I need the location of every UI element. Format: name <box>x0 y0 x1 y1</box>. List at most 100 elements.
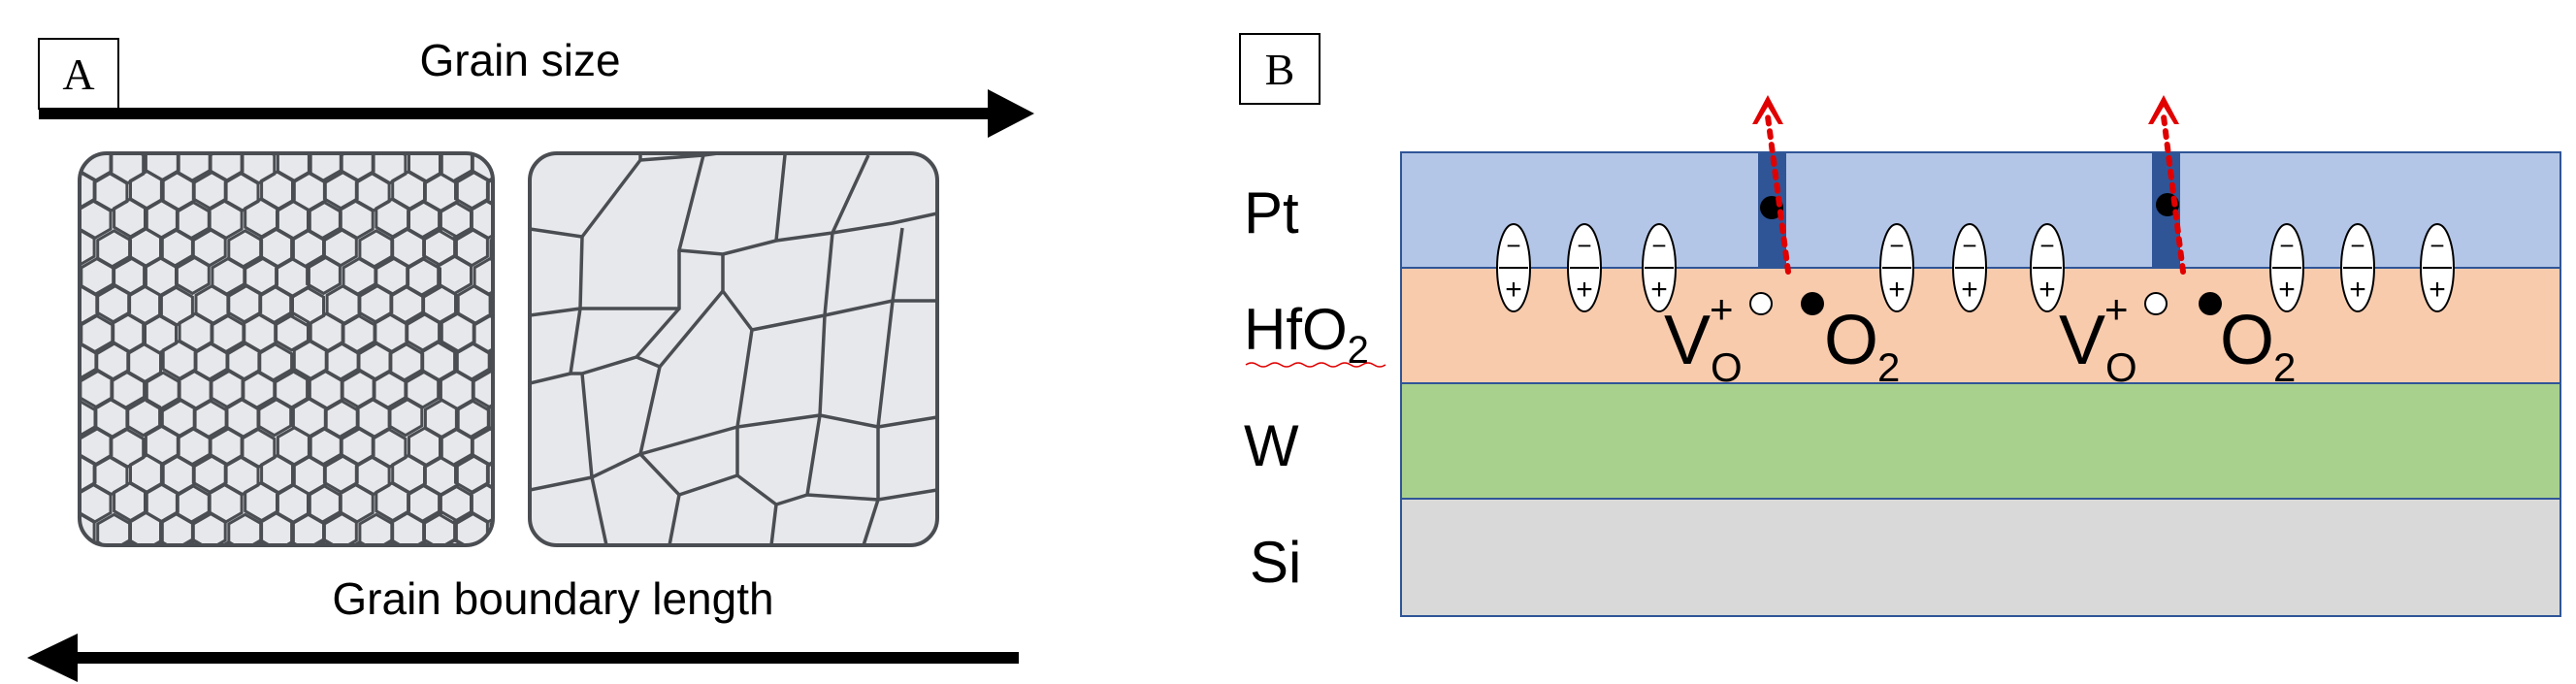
grain-cell <box>374 538 410 545</box>
grain-cell <box>31 114 64 152</box>
grain-cell <box>488 281 493 324</box>
defect-labels-right: V O + O 2 <box>2059 286 2296 390</box>
panel-b: B Pt HfO2 W Si −+−+−+−+ <box>1239 33 2561 617</box>
oxygen-label-right: O <box>2220 302 2274 379</box>
layer-stack <box>1400 151 2561 617</box>
panel-b-label-box <box>1239 33 1321 105</box>
grain-cell <box>80 484 81 526</box>
dipole-group: −+−+−+−+−+−+−+−+−+ <box>1496 223 2455 312</box>
oxygen-vacancy-dot-left <box>1749 292 1773 315</box>
fine-grain-microstructure <box>30 114 495 577</box>
grain-cell <box>80 226 96 268</box>
conductive-filament-left <box>1752 95 1791 275</box>
grain-cell <box>80 153 98 157</box>
dipole: −+ <box>2269 223 2304 312</box>
vacancy-label-left: V <box>1664 302 1711 379</box>
grain-cell <box>113 197 148 239</box>
grain-cell <box>423 153 460 156</box>
grain-cell <box>113 480 148 523</box>
coarse-grain-microstructure <box>528 151 939 547</box>
dipole-minus: − <box>2350 231 2364 260</box>
defect-labels-left: V O + O 2 <box>1664 286 1900 390</box>
grain-cell <box>275 540 310 545</box>
dipole: −+ <box>2030 223 2065 312</box>
grain-cell <box>306 537 342 545</box>
grain-cell <box>112 538 147 545</box>
grain-cell <box>342 539 378 545</box>
grain-cell <box>192 153 229 157</box>
grain-cell <box>160 153 197 154</box>
w-layer <box>1400 382 2561 500</box>
dipole-minus: − <box>1889 231 1904 260</box>
grain-cell <box>175 253 211 296</box>
grain-cell <box>405 310 441 352</box>
dipole-plus: + <box>2278 274 2296 306</box>
si-layer-label: Si <box>1250 530 1301 595</box>
grain-size-arrow <box>39 89 1034 138</box>
grain-cell <box>45 255 78 293</box>
oxygen-ion-dot-right <box>2199 292 2222 315</box>
oxygen-escape-arrowhead-right <box>2148 95 2179 124</box>
grain-cell <box>31 399 64 437</box>
hfo2-layer-label: HfO2 <box>1244 297 1386 372</box>
grain-cell <box>143 539 179 545</box>
pt-layer-label: Pt <box>1244 180 1299 245</box>
dipole-minus: − <box>2429 231 2444 260</box>
dipole-minus: − <box>1577 231 1591 260</box>
grain-cell <box>93 153 130 155</box>
svg-text:HfO2: HfO2 <box>1244 297 1369 372</box>
grain-cell <box>211 539 247 545</box>
dipole-plus: + <box>2349 274 2366 306</box>
grain-cell <box>486 153 493 155</box>
dipole-plus: + <box>2038 274 2056 306</box>
vacancy-label-right: V <box>2059 302 2105 379</box>
grain-cell <box>175 537 211 545</box>
grain-boundary-length-label: Grain boundary length <box>332 573 773 624</box>
dipole: −+ <box>1879 223 1914 312</box>
grain-cell <box>30 456 63 494</box>
grain-cell <box>291 153 328 154</box>
dipole-plus: + <box>1650 274 1668 306</box>
panel-a-label-box <box>38 38 119 110</box>
dipole-plus: + <box>1505 274 1522 306</box>
vacancy-sup-left: + <box>1710 286 1734 332</box>
grain-cell <box>32 341 65 378</box>
grain-cell <box>127 114 160 151</box>
grain-cell <box>45 539 78 577</box>
spellcheck-underline <box>1245 362 1386 368</box>
panel-b-label: B <box>1265 45 1295 94</box>
oxygen-vacancy-dot-right <box>2144 292 2168 315</box>
dipole-minus: − <box>1651 231 1666 260</box>
vacancy-sub-right: O <box>2105 344 2137 390</box>
grain-cell <box>355 153 392 155</box>
grain-cell <box>80 539 116 545</box>
grain-cell <box>437 537 473 545</box>
grain-cell <box>389 114 422 151</box>
oxygen-escape-arrowhead-left <box>1752 95 1783 124</box>
grain-cell <box>80 311 83 353</box>
grain-cell <box>323 153 360 157</box>
vacancy-sup-right: + <box>2104 286 2129 332</box>
grain-cell <box>80 482 113 525</box>
dipole-plus: + <box>1576 274 1593 306</box>
grain-cell <box>30 173 63 211</box>
grain-cell <box>80 369 82 411</box>
dipole-minus: − <box>2279 231 2294 260</box>
dipole: −+ <box>1642 223 1677 312</box>
grain-boundary-length-arrow <box>27 634 1019 682</box>
dipole: −+ <box>1952 223 1987 312</box>
vacancy-sub-left: O <box>1711 344 1743 390</box>
grain-cell <box>471 367 493 409</box>
dipole-minus: − <box>1506 231 1520 260</box>
grain-cell <box>387 395 424 438</box>
conductive-filament-right <box>2148 95 2186 275</box>
oxygen-ion-dot-left <box>1801 292 1824 315</box>
grain-cell <box>80 200 81 243</box>
si-layer <box>1400 498 2561 617</box>
oxygen-label-left: O <box>1824 302 1878 379</box>
grain-cell <box>489 229 493 271</box>
grain-cell <box>256 395 293 438</box>
grain-cell <box>80 153 82 184</box>
oxygen-sub-right: 2 <box>2273 344 2296 390</box>
